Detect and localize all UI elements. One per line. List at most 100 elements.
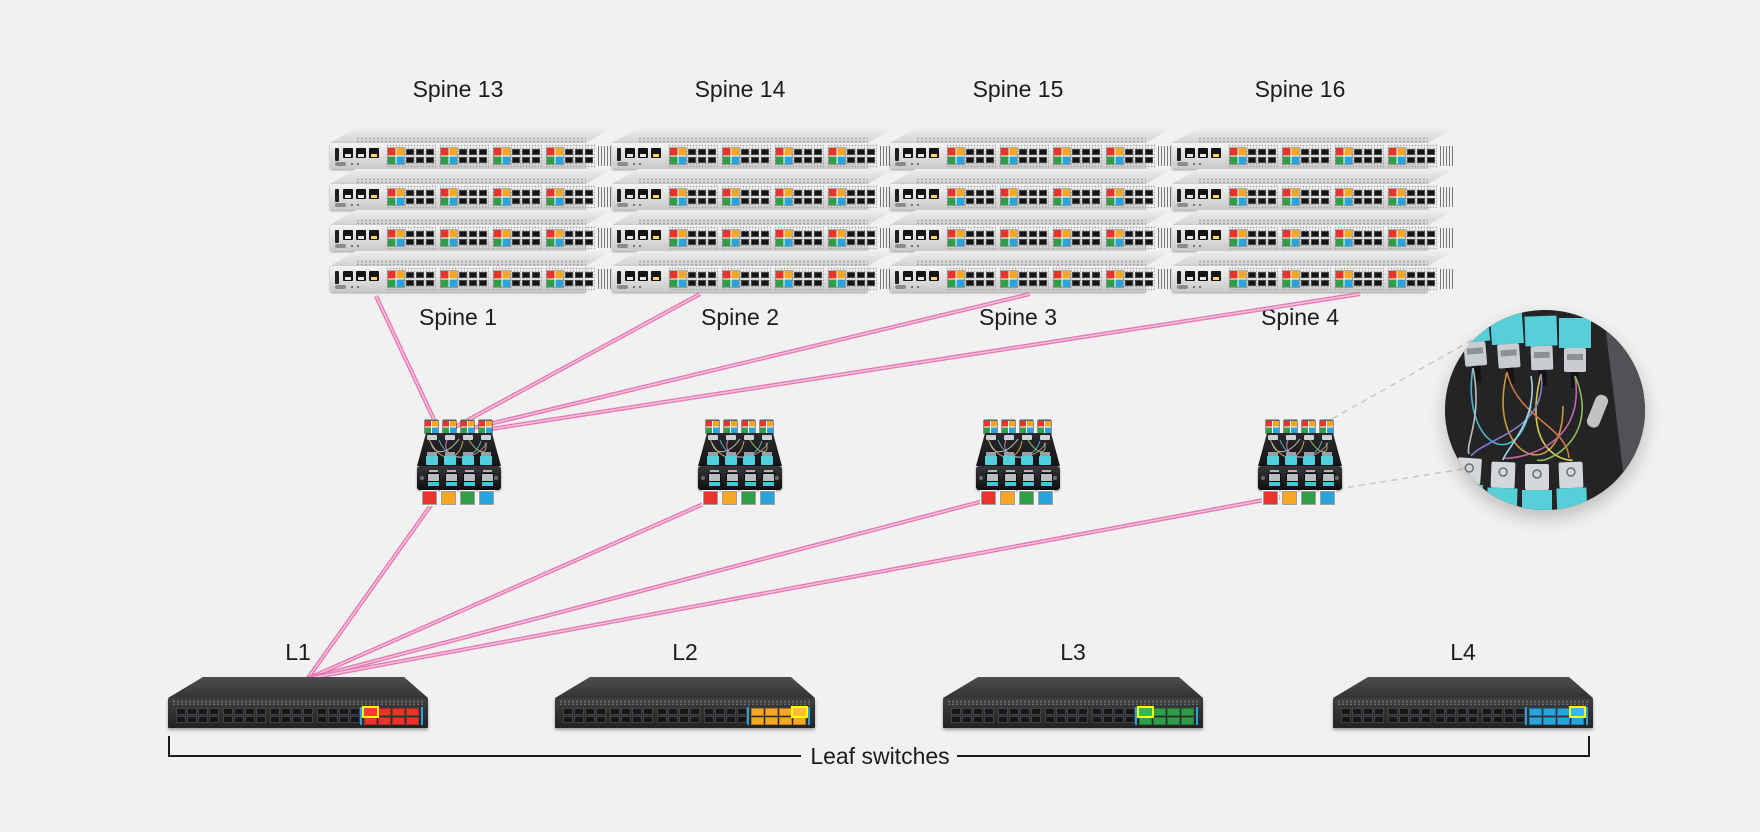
mpo-connector-icon	[706, 421, 719, 433]
spine-switch-unit	[890, 210, 1172, 251]
green-port-icon	[742, 492, 755, 504]
mpo-port-icon	[1283, 148, 1299, 164]
port-group	[999, 267, 1049, 291]
spine-switch-unit	[330, 128, 612, 169]
blue-guide-strip	[1525, 707, 1527, 725]
mpo-connector-icon	[1302, 421, 1315, 433]
management-ports	[615, 186, 665, 208]
cassette-body	[1258, 433, 1342, 466]
port-group	[1334, 267, 1384, 291]
mpo-port-icon	[670, 271, 686, 287]
blue-guide-strip	[747, 707, 749, 725]
port-group	[545, 267, 595, 291]
vent-grille	[1158, 269, 1172, 289]
mpo-connector-icon	[984, 421, 997, 433]
port-group	[827, 185, 877, 209]
blue-port-icon	[1321, 492, 1334, 504]
leaf-front-panel	[555, 698, 815, 728]
leaf-switch-l3: L3	[943, 639, 1203, 728]
port-group	[1281, 267, 1331, 291]
port-group	[1105, 226, 1155, 250]
mpo-connector-icon	[443, 421, 456, 433]
port-bank	[657, 708, 700, 723]
vent-grille	[1158, 146, 1172, 166]
fiber-loops	[1467, 367, 1583, 462]
highlighted-transceiver	[1571, 707, 1584, 716]
port-group	[1228, 144, 1278, 168]
vent-grille	[598, 187, 612, 207]
transceiver-grid	[1139, 707, 1194, 725]
front-port	[1004, 470, 1017, 487]
highlighted-transceiver	[1139, 707, 1152, 716]
breakout-color-legend	[704, 492, 774, 504]
port-group	[668, 267, 718, 291]
screw-icon	[494, 476, 498, 480]
mpo-connector-icon	[425, 421, 438, 433]
spine-stack-2: Spine 14 Spine 2	[612, 76, 894, 330]
red-port-icon	[704, 492, 717, 504]
breakout-module-2	[698, 421, 782, 505]
leaf-label: L3	[1060, 639, 1086, 665]
lc-connector-icon	[761, 452, 773, 465]
lc-connector-icon	[1321, 452, 1333, 465]
highlighted-transceiver	[364, 707, 377, 716]
port-group	[1228, 185, 1278, 209]
mpo-connector-row	[425, 421, 492, 433]
vent-grille	[1440, 228, 1454, 248]
breakout-module-3	[976, 421, 1060, 505]
management-ports	[333, 227, 383, 249]
port-group	[386, 226, 436, 250]
port-group	[827, 226, 877, 250]
port-bank	[1341, 708, 1384, 723]
transceiver-block	[747, 707, 810, 725]
port-group	[1387, 144, 1437, 168]
leaf-top-face	[168, 677, 428, 698]
management-ports	[893, 145, 943, 167]
spine-switch-unit	[330, 210, 612, 251]
port-group	[1334, 144, 1384, 168]
blue-guide-strip	[1135, 707, 1137, 725]
vent-strip	[947, 700, 1199, 705]
port-group	[439, 226, 489, 250]
port-group	[721, 226, 771, 250]
management-ports	[615, 145, 665, 167]
leaf-switch-l4: L4	[1333, 639, 1593, 728]
mpo-port-icon	[1107, 230, 1123, 246]
lc-connector-icon	[1039, 452, 1051, 465]
front-port	[726, 470, 739, 487]
mpo-port-icon	[948, 148, 964, 164]
port-group	[721, 267, 771, 291]
mpo-port-icon	[1283, 189, 1299, 205]
mpo-port-icon	[1336, 148, 1352, 164]
port-group	[774, 185, 824, 209]
port-group	[386, 185, 436, 209]
mpo-connector-row	[706, 421, 773, 433]
front-port	[1286, 470, 1299, 487]
orange-port-icon	[723, 492, 736, 504]
mpo-port-icon	[1389, 148, 1405, 164]
mpo-port-icon	[441, 271, 457, 287]
management-ports	[1175, 268, 1225, 290]
mpo-port-icon	[670, 148, 686, 164]
blue-port-icon	[1039, 492, 1052, 504]
lc-connector-icon	[1003, 452, 1015, 465]
front-port	[1322, 470, 1335, 487]
port-group	[1052, 185, 1102, 209]
spine-stack-1: Spine 13 Spine 1	[330, 76, 612, 330]
screw-icon	[775, 476, 779, 480]
mpo-port-icon	[1283, 271, 1299, 287]
mpo-connector-icon	[479, 421, 492, 433]
blue-guide-strip	[360, 707, 362, 725]
leaf-label: L4	[1450, 639, 1476, 665]
vent-strip	[1337, 700, 1589, 705]
red-port-icon	[1264, 492, 1277, 504]
mpo-port-icon	[1230, 148, 1246, 164]
port-group	[774, 267, 824, 291]
mpo-port-icon	[1001, 189, 1017, 205]
port-group	[439, 144, 489, 168]
mpo-port-icon	[388, 189, 404, 205]
mpo-connector-icon	[1266, 421, 1279, 433]
lc-connector-icon	[707, 452, 719, 465]
breakout-color-legend	[423, 492, 493, 504]
mpo-port-icon	[1001, 230, 1017, 246]
